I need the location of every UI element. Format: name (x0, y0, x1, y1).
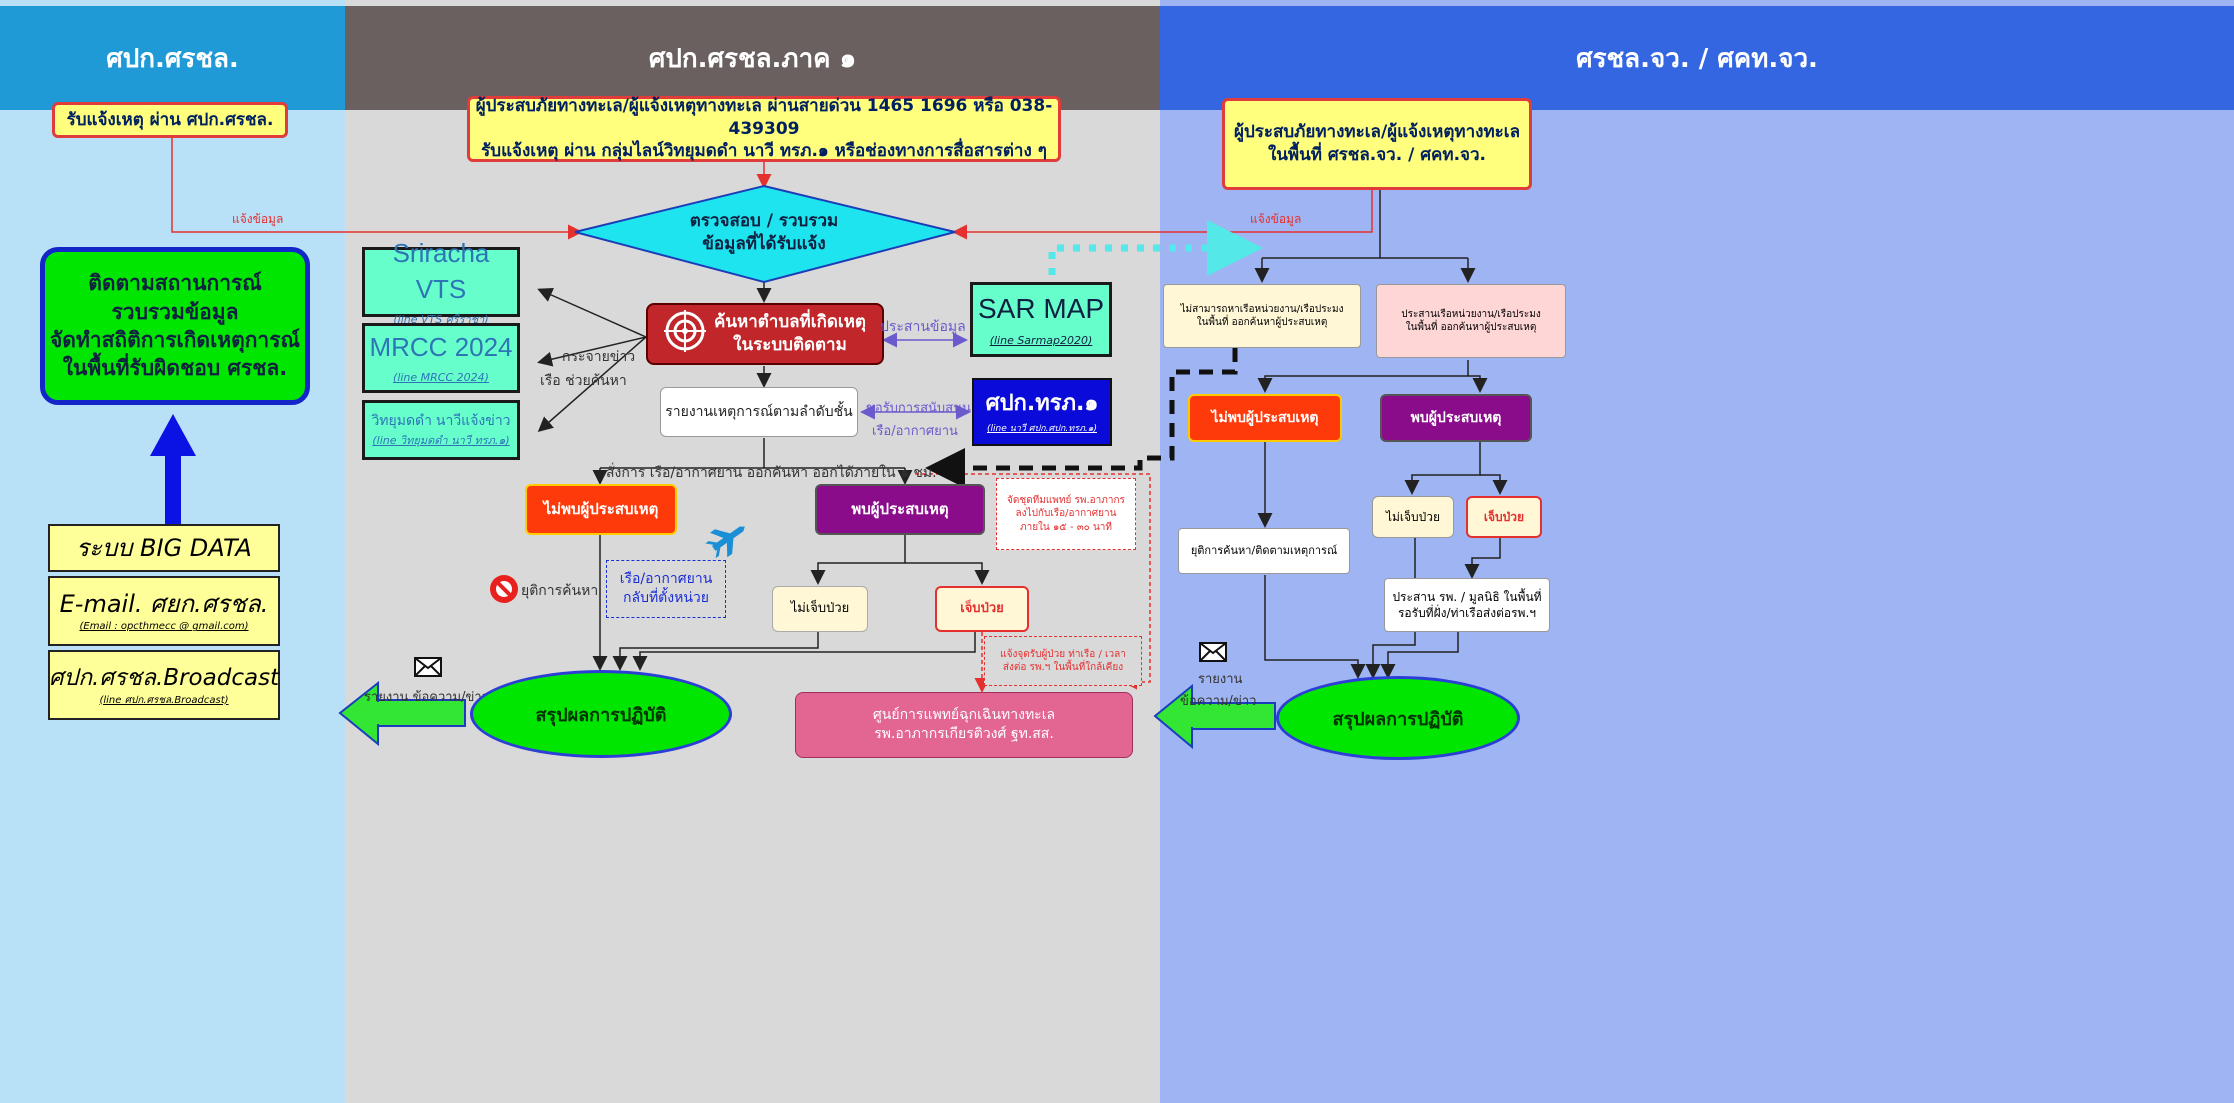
return-box: เรือ/อากาศยาน กลับที่ตั้งหน่วย (606, 560, 726, 618)
spread-label: กระจายข่าว (562, 349, 636, 365)
coordinate-line: ในพื้นที่ ออกค้นหาผู้ประสบเหตุ (1405, 322, 1537, 333)
support-label: ขอรับการสนับสนุน (866, 401, 971, 416)
monitor-box: ติดตามสถานการณ์ รวบรวมข้อมูล จัดทำสถิติก… (40, 247, 310, 405)
diamond-line: ข้อมูลที่ได้รับแจ้ง (702, 234, 826, 254)
search-box: ค้นหาตำบลที่เกิดเหตุ ในระบบติดตาม (646, 303, 884, 365)
patient-note-line: แจ้งจุดรับผู้ป่วย ท่าเรือ / เวลา (1000, 648, 1126, 660)
email-title: E-mail. ศยก.ศรชล. (59, 590, 269, 619)
patient-note-line: ส่งต่อ รพ.ฯ ในพื้นที่ใกล้เคียง (1002, 662, 1124, 673)
email-sub: (Email : opcthmecc @ gmail.com) (79, 621, 249, 633)
up-arrow-icon (150, 414, 196, 529)
mrcc-sub: (line MRCC 2024) (393, 371, 489, 385)
search-line: ค้นหาตำบลที่เกิดเหตุ (714, 312, 866, 333)
search-line: ในระบบติดตาม (733, 335, 847, 355)
mrcc-box: MRCC 2024 (line MRCC 2024) (362, 323, 520, 393)
right-not-found-box: ไม่พบผู้ประสบเหตุ (1188, 394, 1342, 442)
cannot-find-line: ไม่สามารถหาเรือหน่วยงาน/เรือประมง (1180, 303, 1344, 315)
mrcc-title: MRCC 2024 (369, 332, 513, 363)
diamond-text: ตรวจสอบ / รวบรวม ข้อมูลที่ได้รับแจ้ง (640, 206, 888, 260)
no-entry-icon (490, 575, 518, 603)
target-icon (664, 309, 707, 359)
sarmap-box: SAR MAP (line Sarmap2020) (970, 282, 1112, 357)
sriracha-title: Sriracha VTS (392, 238, 490, 304)
email-box: E-mail. ศยก.ศรชล. (Email : opcthmecc @ g… (48, 576, 280, 646)
coord-hospital-line: รอรับที่ฝั่ง/ท่าเรือส่งต่อรพ.ฯ (1397, 606, 1537, 620)
diamond-line: ตรวจสอบ / รวบรวม (689, 211, 839, 232)
medic-note-line: จัดชุดทีมแพทย์ รพ.อาภากร (1007, 494, 1125, 506)
radio-box: วิทยุมดดำ นาวีแจ้งข่าว (line วิทยุมดดำ น… (362, 400, 520, 460)
coord-label: ประสานข้อมูล (880, 319, 966, 335)
coordinate-box: ประสานเรือหน่วยงาน/เรือประมง ในพื้นที่ อ… (1376, 284, 1566, 358)
center-top-line: รับแจ้งเหตุ ผ่าน กลุ่มไลน์วิทยุมดดำ นาวี… (481, 141, 1047, 162)
navy-box: ศปก.ทรภ.๑ (line นาวี ศปก.ศปก.ทรภ.๑) (972, 378, 1112, 446)
summary-oval-center: สรุปผลการปฏิบัติ (470, 670, 732, 758)
support-label-2: เรือ/อากาศยาน (872, 424, 958, 439)
monitor-line: จัดทำสถิติการเกิดเหตุการณ์ (50, 328, 300, 352)
right-top-line: ผู้ประสบภัยทางทะเล/ผู้แจ้งเหตุทางทะเล (1233, 122, 1521, 143)
stop-monitor-box: ยุติการค้นหา/ติดตามเหตุการณ์ (1178, 528, 1350, 574)
check-diamond (574, 184, 956, 284)
left-arrow-icon (338, 680, 466, 747)
hospital-box: ศูนย์การแพทย์ฉุกเฉินทางทะเล รพ.อาภากรเกี… (795, 692, 1133, 758)
order-line: สั่งการ เรือ/อากาศยาน ออกค้นหา ออกได้ภาย… (606, 465, 937, 481)
coord-hospital-box: ประสาน รพ. / มูลนิธิ ในพื้นที่ รอรับที่ฝ… (1384, 578, 1550, 632)
sriracha-sub: (line VTS ศรีราชา) (393, 312, 489, 326)
found-box: พบผู้ประสบเหตุ (815, 484, 985, 535)
bigdata-label: ระบบ BIG DATA (76, 533, 252, 562)
header-center: ศปก.ศรชล.ภาค ๑ (345, 6, 1160, 110)
not-injured-box: ไม่เจ็บป่วย (772, 586, 868, 632)
radio-sub: (line วิทยุมดดำ นาวี ทรภ.๑) (372, 434, 510, 448)
center-column (345, 0, 1160, 1103)
return-line: กลับที่ตั้งหน่วย (623, 590, 709, 606)
right-top-box: ผู้ประสบภัยทางทะเล/ผู้แจ้งเหตุทางทะเล ใน… (1222, 98, 1532, 190)
not-found-box: ไม่พบผู้ประสบเหตุ (525, 484, 677, 535)
hospital-line: รพ.อาภากรเกียรติวงศ์ ฐท.สส. (874, 726, 1054, 742)
spread-label-2: เรือ ช่วยค้นหา (540, 373, 627, 389)
coord-hospital-line: ประสาน รพ. / มูลนิธิ ในพื้นที่ (1392, 589, 1542, 604)
cannot-find-box: ไม่สามารถหาเรือหน่วยงาน/เรือประมง ในพื้น… (1163, 284, 1361, 348)
patient-note-box: แจ้งจุดรับผู้ป่วย ท่าเรือ / เวลา ส่งต่อ … (984, 636, 1142, 686)
hospital-line: ศูนย์การแพทย์ฉุกเฉินทางทะเล (872, 707, 1056, 724)
sarmap-sub: (line Sarmap2020) (989, 333, 1093, 347)
sarmap-title: SAR MAP (977, 293, 1105, 325)
right-report-label: รายงาน (1198, 672, 1243, 687)
monitor-line: ติดตามสถานการณ์ (88, 271, 262, 296)
summary-oval-right: สรุปผลการปฏิบัติ (1276, 676, 1520, 760)
notify-right-label: แจ้งข้อมูล (1250, 212, 1302, 226)
medic-note-line: ลงไปกับเรือ/อากาศยาน (1015, 508, 1117, 520)
notify-left-label: แจ้งข้อมูล (232, 212, 284, 226)
center-top-line: ผู้ประสบภัยทางทะเล/ผู้แจ้งเหตุทางทะเล ผ่… (475, 95, 1053, 139)
broadcast-title: ศปก.ศรชล.Broadcast (48, 664, 280, 691)
broadcast-box: ศปก.ศรชล.Broadcast (line ศปก.ศรชล.Broadc… (48, 650, 280, 720)
medic-note-line: ภายใน ๑๕ - ๓๐ นาที (1019, 521, 1112, 533)
right-not-injured-box: ไม่เจ็บป่วย (1372, 496, 1454, 538)
monitor-line: รวบรวมข้อมูล (111, 299, 239, 324)
monitor-line: ในพื้นที่รับผิดชอบ ศรชล. (62, 356, 288, 381)
return-line: เรือ/อากาศยาน (619, 571, 713, 588)
radio-title: วิทยุมดดำ นาวีแจ้งข่าว (371, 412, 511, 429)
right-top-line: ในพื้นที่ ศรชล.จว. / ศคท.จว. (1267, 145, 1486, 165)
navy-sub: (line นาวี ศปก.ศปก.ทรภ.๑) (987, 423, 1097, 434)
report-box: รายงานเหตุการณ์ตามลำดับชั้น (660, 387, 858, 437)
header-left: ศปก.ศรชล. (0, 6, 345, 110)
coordinate-line: ประสานเรือหน่วยงาน/เรือประมง (1401, 308, 1541, 320)
bigdata-box: ระบบ BIG DATA (48, 524, 280, 572)
airplane-icon (705, 526, 745, 559)
right-injured-box: เจ็บป่วย (1466, 496, 1542, 538)
cannot-find-line: ในพื้นที่ ออกค้นหาผู้ประสบเหตุ (1196, 317, 1328, 328)
envelope-icon (414, 657, 442, 677)
right-found-box: พบผู้ประสบเหตุ (1380, 394, 1532, 442)
sriracha-vts-box: Sriracha VTS (line VTS ศรีราชา) (362, 238, 520, 326)
header-right: ศรชล.จว. / ศคท.จว. (1160, 6, 2234, 110)
center-top-box: ผู้ประสบภัยทางทะเล/ผู้แจ้งเหตุทางทะเล ผ่… (467, 96, 1061, 162)
right-report-label-2: ข้อความ/ข่าว (1180, 694, 1257, 709)
navy-title: ศปก.ทรภ.๑ (985, 391, 1099, 417)
broadcast-sub: (line ศปก.ศรชล.Broadcast) (99, 694, 229, 706)
injured-box: เจ็บป่วย (935, 586, 1029, 632)
receive-notice-box: รับแจ้งเหตุ ผ่าน ศปก.ศรชล. (52, 102, 288, 138)
stop-search-label: ยุติการค้นหา (521, 583, 599, 599)
report-label-left: รายงาน ข้อความ/ข่าว (364, 690, 489, 705)
medic-note-box: จัดชุดทีมแพทย์ รพ.อาภากร ลงไปกับเรือ/อาก… (996, 478, 1136, 550)
